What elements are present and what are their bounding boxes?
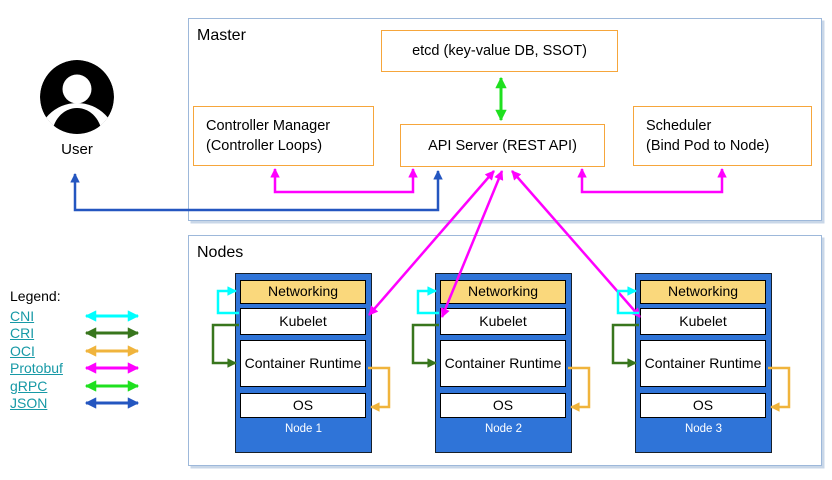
node-2-os-layer: OS bbox=[440, 393, 566, 418]
node-2-runtime-layer: Container Runtime bbox=[440, 340, 566, 387]
legend-row-cni: CNI bbox=[10, 307, 146, 325]
legend-link-protobuf[interactable]: Protobuf bbox=[10, 360, 63, 377]
api-server-box: API Server (REST API) bbox=[400, 124, 605, 167]
legend-row-json: JSON bbox=[10, 395, 146, 413]
scheduler-label: Scheduler (Bind Pod to Node) bbox=[646, 118, 770, 154]
legend-link-grpc[interactable]: gRPC bbox=[10, 377, 48, 394]
person-icon bbox=[40, 60, 114, 134]
node-1-label: Node 1 bbox=[284, 423, 323, 435]
user-icon bbox=[39, 59, 115, 140]
node-3-networking-layer: Networking bbox=[640, 280, 766, 304]
node-1-runtime-layer: Container Runtime bbox=[240, 340, 366, 387]
legend-row-grpc: gRPC bbox=[10, 377, 146, 395]
node-2: Networking Kubelet Container Runtime OS … bbox=[435, 273, 572, 453]
legend-link-cni[interactable]: CNI bbox=[10, 307, 35, 324]
nodes-panel-title: Nodes bbox=[197, 244, 244, 261]
legend-row-protobuf: Protobuf bbox=[10, 360, 146, 378]
etcd-box: etcd (key-value DB, SSOT) bbox=[381, 30, 618, 72]
node-3-runtime-layer: Container Runtime bbox=[640, 340, 766, 387]
master-panel-title: Master bbox=[197, 27, 246, 44]
etcd-label: etcd (key-value DB, SSOT) bbox=[412, 43, 587, 59]
node-2-kubelet-layer: Kubelet bbox=[440, 308, 566, 335]
node-2-label: Node 2 bbox=[484, 423, 523, 435]
legend-row-oci: OCI bbox=[10, 342, 146, 360]
legend-arrow-cni-icon bbox=[84, 310, 140, 322]
legend-arrow-protobuf-icon bbox=[84, 362, 140, 374]
node-1: Networking Kubelet Container Runtime OS … bbox=[235, 273, 372, 453]
node-2-networking-layer: Networking bbox=[440, 280, 566, 304]
legend-arrow-cri-icon bbox=[84, 327, 140, 339]
legend-arrow-oci-icon bbox=[84, 345, 140, 357]
legend-link-oci[interactable]: OCI bbox=[10, 342, 35, 359]
node-1-os-layer: OS bbox=[240, 393, 366, 418]
legend-title: Legend: bbox=[10, 288, 61, 304]
node-3: Networking Kubelet Container Runtime OS … bbox=[635, 273, 772, 453]
node-1-networking-layer: Networking bbox=[240, 280, 366, 304]
legend-arrow-grpc-icon bbox=[84, 380, 140, 392]
controller-manager-label: Controller Manager (Controller Loops) bbox=[206, 118, 331, 154]
legend-link-json[interactable]: JSON bbox=[10, 395, 48, 412]
controller-manager-box: Controller Manager (Controller Loops) bbox=[193, 106, 374, 166]
node-3-label: Node 3 bbox=[684, 423, 723, 435]
legend-arrow-json-icon bbox=[84, 397, 140, 409]
legend: Legend: CNI CRI OCI Protobuf gRPC JSON bbox=[10, 288, 146, 412]
legend-row-cri: CRI bbox=[10, 325, 146, 343]
node-3-kubelet-layer: Kubelet bbox=[640, 308, 766, 335]
user-label: User bbox=[61, 141, 93, 158]
scheduler-box: Scheduler (Bind Pod to Node) bbox=[633, 106, 812, 166]
api-server-label: API Server (REST API) bbox=[428, 137, 577, 154]
node-3-os-layer: OS bbox=[640, 393, 766, 418]
legend-link-cri[interactable]: CRI bbox=[10, 325, 35, 342]
node-1-kubelet-layer: Kubelet bbox=[240, 308, 366, 335]
